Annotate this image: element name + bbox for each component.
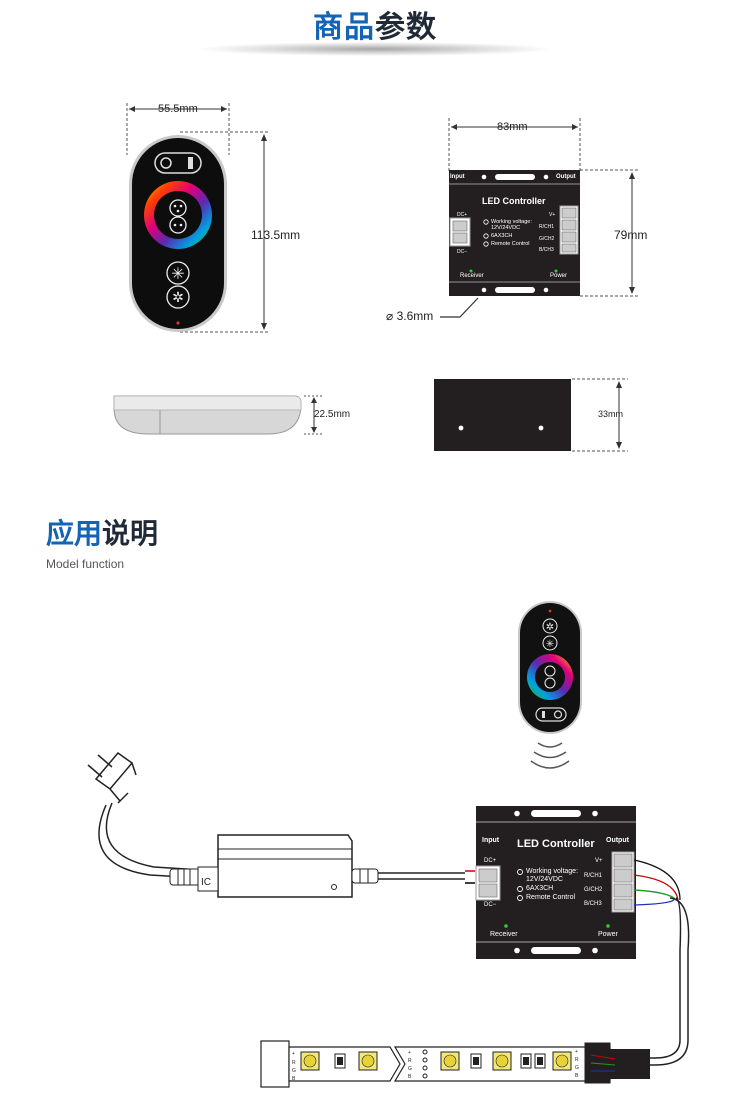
wiring-spec-remote: Remote Control	[526, 894, 576, 901]
controller-v-plus: V+	[549, 212, 556, 218]
svg-text:✲: ✲	[172, 289, 184, 305]
led-strip: + R G B + R G B + R G B	[260, 1040, 650, 1088]
strip-middle-pin-2: R	[408, 1058, 412, 1064]
controller-height-label: 79mm	[614, 228, 648, 242]
wiring-receiver-label: Receiver	[490, 931, 518, 938]
svg-text:✳: ✳	[546, 639, 554, 650]
wiring-spec-current: 6AX3CH	[526, 885, 554, 892]
remote-front-view: ✳ ✲	[126, 103, 268, 333]
strip-right-pin-4: B	[575, 1073, 579, 1079]
wiring-b-ch3: B/CH3	[584, 901, 602, 907]
controller-title: LED Controller	[482, 196, 546, 206]
wiring-dc-minus: DC−	[484, 902, 497, 908]
controller-hole-label: ⌀ 3.6mm	[386, 309, 434, 323]
strip-left-pin-labels: + R G B	[292, 1051, 296, 1082]
controller-receiver-label: Receiver	[460, 273, 484, 279]
wiring-controller	[475, 806, 690, 1066]
strip-right-pin-labels: + R G B	[575, 1049, 579, 1079]
strip-left-pin-3: G	[292, 1068, 296, 1074]
controller-r-ch1: R/CH1	[539, 224, 555, 230]
controller-spec-current: 6AX3CH	[491, 233, 513, 239]
wiring-controller-title: LED Controller	[517, 838, 595, 850]
controller-dc-minus: DC−	[457, 249, 468, 255]
controller-output-label: Output	[556, 174, 576, 180]
strip-middle-pin-1: +	[408, 1050, 411, 1056]
remote-height-label: 113.5mm	[251, 228, 301, 242]
strip-right-pin-1: +	[575, 1049, 578, 1055]
svg-text:✲: ✲	[546, 622, 554, 633]
wiring-remote: ✲ ✳	[518, 601, 582, 769]
controller-input-label: Input	[450, 174, 465, 180]
controller-power-label: Power	[550, 273, 568, 279]
controller-side-view	[434, 378, 628, 452]
section-title-application: 应用说明	[46, 517, 159, 550]
title-shadow-divider	[200, 42, 550, 56]
controller-dc-plus: DC+	[457, 212, 468, 218]
strip-right-pin-2: R	[575, 1057, 579, 1063]
strip-left-pin-2: R	[292, 1060, 296, 1066]
controller-width-label: 83mm	[497, 121, 528, 133]
wiring-v-plus: V+	[595, 858, 603, 864]
wiring-g-ch2: G/CH2	[584, 887, 603, 893]
strip-middle-pin-4: B	[408, 1074, 412, 1080]
page-title-part2: 参数	[375, 10, 437, 45]
wiring-r-ch1: R/CH1	[584, 873, 603, 879]
svg-text:✳: ✳	[171, 266, 184, 283]
page-title: 商品参数	[0, 2, 750, 46]
wiring-power-label: Power	[598, 931, 618, 938]
wiring-output-label: Output	[606, 837, 629, 844]
section-subtitle: Model function	[46, 557, 125, 571]
page-title-part1: 商品	[313, 10, 375, 45]
wiring-spec-voltage: Working voltage:12V/24VDC	[526, 868, 579, 883]
controller-spec-remote: Remote Control	[491, 241, 530, 247]
controller-b-ch3: B/CH3	[539, 247, 554, 253]
strip-right-pin-3: G	[575, 1065, 579, 1071]
controller-g-ch2: G/CH2	[539, 236, 555, 242]
strip-middle-pin-labels: + R G B	[408, 1050, 412, 1080]
remote-side-view	[113, 395, 323, 435]
controller-top-view	[440, 118, 638, 318]
wiring-dc-plus: DC+	[484, 858, 497, 864]
svg-text:IC: IC	[201, 877, 211, 888]
wiring-input-label: Input	[482, 837, 500, 844]
controller-spec-voltage: Working voltage:12V/24VDC	[491, 219, 532, 231]
controller-depth-label: 33mm	[598, 409, 624, 419]
strip-left-pin-4: B	[292, 1076, 296, 1082]
strip-middle-pin-3: G	[408, 1066, 412, 1072]
strip-left-pin-1: +	[292, 1051, 295, 1057]
wiring-power-adapter: IC	[87, 751, 475, 898]
remote-width-label: 55.5mm	[158, 103, 198, 115]
remote-depth-label: 22.5mm	[314, 409, 351, 420]
